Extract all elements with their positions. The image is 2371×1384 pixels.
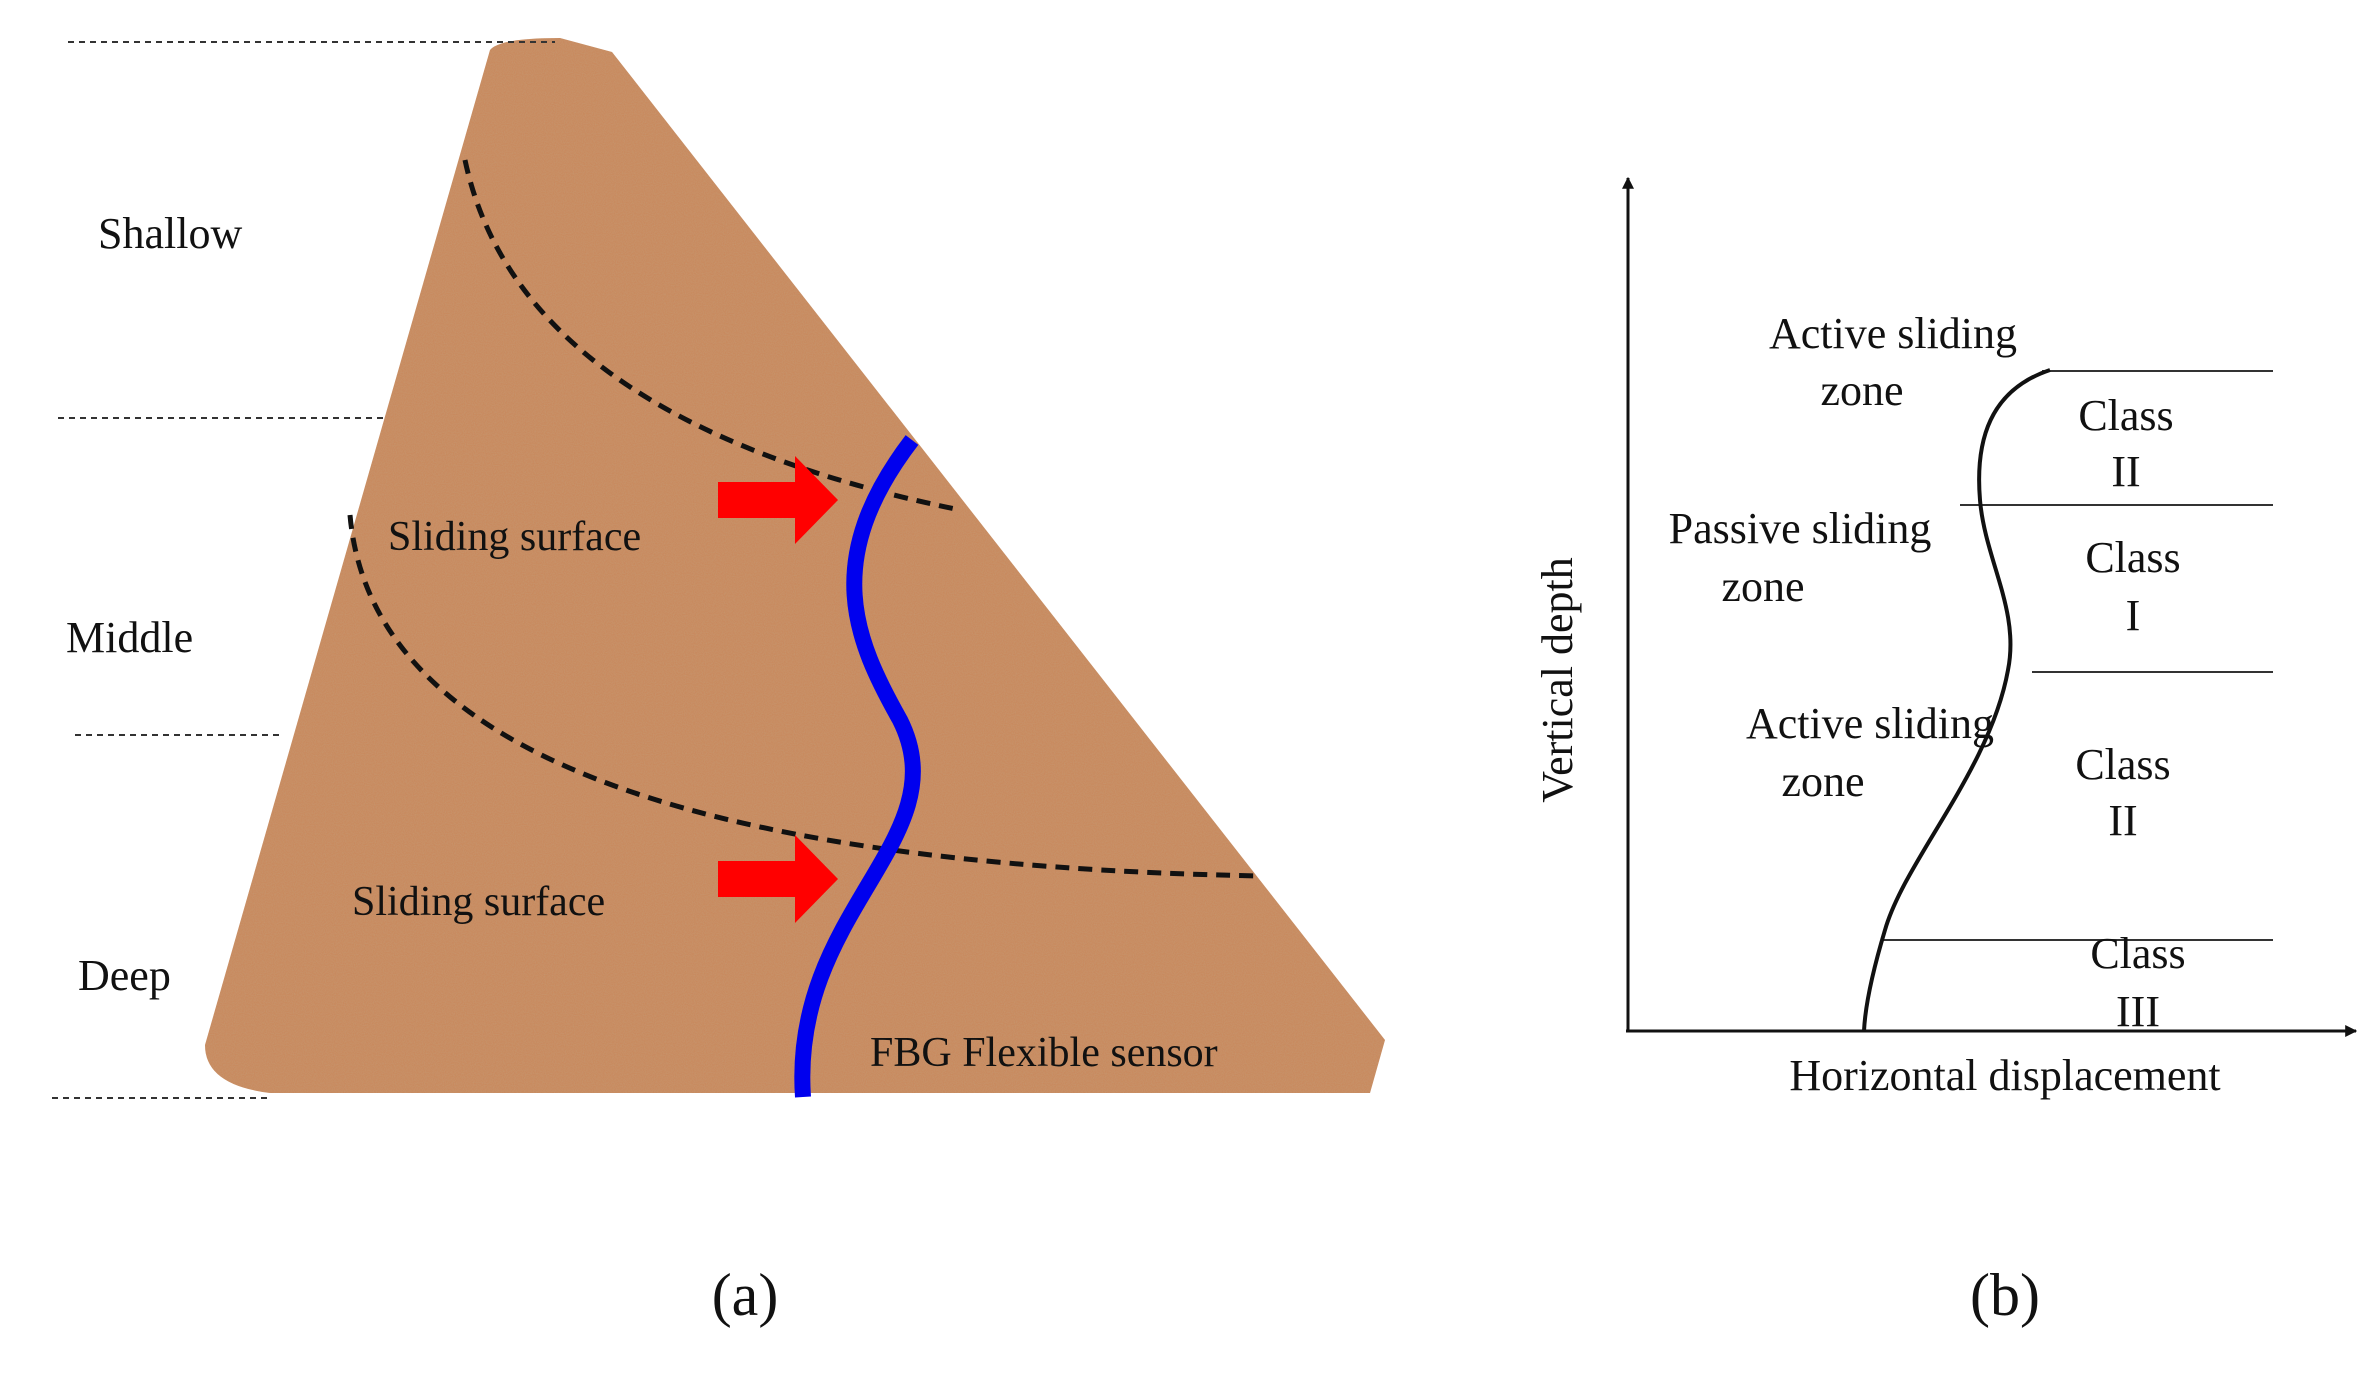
x-axis-label: Horizontal displacement [1789, 1051, 2220, 1100]
depth-boundary-lines [52, 41, 555, 1099]
arrow-right-icon [718, 835, 838, 923]
slope-soil-body [205, 38, 1385, 1093]
depth-label-middle: Middle [66, 613, 193, 662]
class-lower-line1: Class [2075, 740, 2170, 789]
sliding-surface-upper-label: Sliding surface [388, 514, 641, 560]
class-top-line1: Class [2078, 391, 2173, 440]
class-lower-line2: II [2108, 796, 2137, 845]
zone-passive-line2: zone [1721, 562, 1804, 611]
displacement-profile-curve [1862, 368, 2051, 1032]
sliding-surface-lower-curve [347, 514, 1263, 879]
panel-b: Vertical depth Horizontal displacement A… [1533, 176, 2358, 1328]
panel-a-caption: (a) [712, 1262, 779, 1328]
zone-passive-line1: Passive sliding [1669, 504, 1932, 553]
class-bottom-line1: Class [2090, 929, 2185, 978]
zone-boundaries [1882, 370, 2273, 941]
arrow-right-icon [718, 456, 838, 544]
class-mid-line2: I [2126, 591, 2141, 640]
depth-label-deep: Deep [78, 951, 171, 1000]
fbg-sensor-label: FBG Flexible sensor [870, 1030, 1218, 1076]
sliding-surface-upper-curve [462, 159, 961, 513]
depth-label-shallow: Shallow [98, 209, 242, 258]
y-axis-label: Vertical depth [1533, 557, 1582, 803]
sliding-surface-lower-label: Sliding surface [352, 879, 605, 925]
zone-active-bottom-line1: Active sliding [1746, 699, 1994, 748]
class-bottom-line2: III [2116, 987, 2160, 1036]
zone-active-bottom-line2: zone [1781, 757, 1864, 806]
class-top-line2: II [2111, 447, 2140, 496]
panel-a: Shallow Middle Deep Sliding surface Slid… [52, 38, 1385, 1328]
zone-active-top-line2: zone [1820, 366, 1903, 415]
panel-b-caption: (b) [1970, 1262, 2040, 1328]
fbg-sensor-line [794, 435, 921, 1098]
class-mid-line1: Class [2085, 533, 2180, 582]
zone-active-top-line1: Active sliding [1769, 309, 2017, 358]
